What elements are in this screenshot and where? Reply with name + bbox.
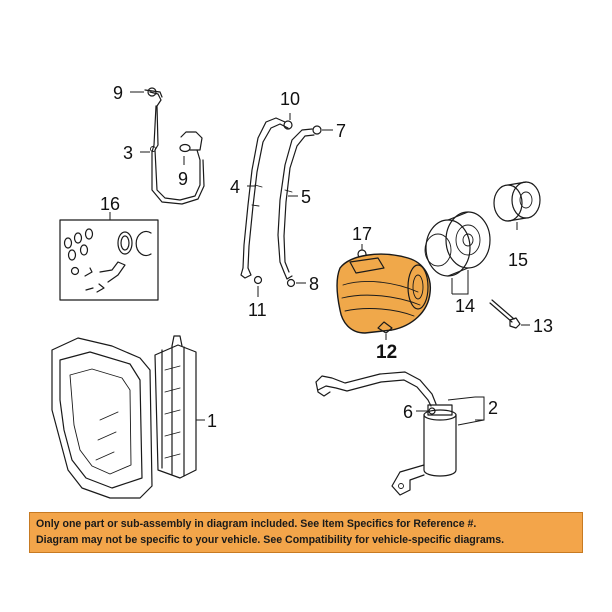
callout-15: 15 <box>508 250 528 270</box>
bolt-13 <box>489 299 521 329</box>
o-ring-7 <box>312 125 322 135</box>
bearing-15 <box>493 181 541 222</box>
callout-9-lower: 9 <box>178 169 188 189</box>
o-ring-8 <box>286 278 296 288</box>
callout-7: 7 <box>336 121 346 141</box>
leader-lines <box>109 91 530 426</box>
o-ring-10 <box>283 120 293 130</box>
o-ring-9-lower <box>179 143 191 153</box>
o-ring-11 <box>253 275 263 285</box>
callout-6: 6 <box>403 402 413 422</box>
fitting-9-upper <box>144 87 163 98</box>
callout-17: 17 <box>352 224 372 244</box>
seal-kit-16 <box>59 219 159 301</box>
callout-3: 3 <box>123 143 133 163</box>
callout-8: 8 <box>309 274 319 294</box>
notice-line-1: Only one part or sub-assembly in diagram… <box>36 518 477 530</box>
compressor-12 <box>336 253 432 334</box>
notice-line-2: Diagram may not be specific to your vehi… <box>36 534 505 546</box>
callout-9-upper: 9 <box>113 83 123 103</box>
callout-5: 5 <box>301 187 311 207</box>
hose-assembly-3 <box>149 91 205 205</box>
callout-1: 1 <box>207 411 217 431</box>
receiver-drier-2 <box>315 371 457 496</box>
clutch-assembly-14 <box>424 211 491 277</box>
callout-13: 13 <box>533 316 553 336</box>
callout-12: 12 <box>376 342 397 363</box>
callout-2: 2 <box>488 398 498 418</box>
callout-16: 16 <box>100 194 120 214</box>
condenser-1 <box>51 335 197 499</box>
callout-11: 11 <box>248 300 267 320</box>
line-4 <box>240 117 289 279</box>
callout-10: 10 <box>280 89 300 109</box>
callout-4: 4 <box>230 177 240 197</box>
o-ring-6 <box>428 407 436 415</box>
callout-14: 14 <box>455 296 475 316</box>
notice-banner: Only one part or sub-assembly in diagram… <box>29 512 583 553</box>
line-5 <box>277 128 315 280</box>
